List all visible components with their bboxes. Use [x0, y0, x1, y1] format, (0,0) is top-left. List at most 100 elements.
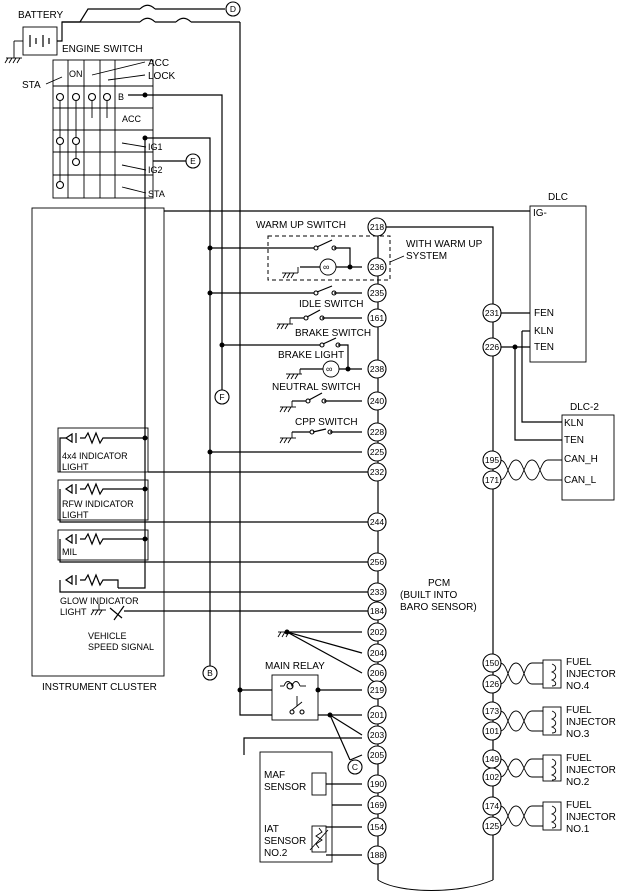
pcm-right-pin-226: [482, 337, 502, 357]
pcm-pin-190: [367, 774, 387, 794]
pcm-pin-232: [367, 462, 387, 482]
pcm-pin-244: [367, 512, 387, 532]
main-relay: MAIN RELAY: [265, 661, 325, 721]
instrument-cluster-box: [31, 207, 165, 677]
svg-text:IDLE SWITCH: IDLE SWITCH: [299, 299, 363, 310]
pcm-right-pin-125: [482, 816, 502, 836]
pcm-right-pin-label-149: 149: [485, 754, 499, 764]
pcm-pin-label-236: 236: [370, 262, 384, 272]
pcm-pin-label-204: 204: [370, 648, 384, 658]
pcm-pin-label-240: 240: [370, 396, 384, 406]
svg-text:SYSTEM: SYSTEM: [406, 251, 447, 262]
svg-text:INJECTOR: INJECTOR: [566, 812, 616, 823]
svg-text:STA: STA: [148, 189, 165, 199]
engine-switch-label: ENGINE SWITCH: [62, 44, 143, 55]
warm-up-box: [267, 235, 391, 281]
svg-text:STA: STA: [22, 80, 41, 91]
pcm-pin-label-202: 202: [370, 627, 384, 637]
pcm-right-pin-label-173: 173: [485, 706, 499, 716]
indicator-mil: MIL: [57, 529, 149, 561]
pcm-pin-label-201: 201: [370, 710, 384, 720]
svg-text:NO.1: NO.1: [566, 824, 590, 835]
indicator-rfw: RFW INDICATOR LIGHT: [57, 479, 149, 521]
pcm-pin-154: [367, 817, 387, 837]
injector-3: FUEL INJECTOR NO.3: [499, 705, 616, 740]
svg-text:LIGHT: LIGHT: [60, 607, 87, 617]
pcm-right-pin-173: [482, 701, 502, 721]
svg-text:∞: ∞: [326, 364, 332, 374]
svg-text:LIGHT: LIGHT: [62, 462, 89, 472]
svg-text:GLOW INDICATOR: GLOW INDICATOR: [60, 596, 139, 606]
svg-text:LIGHT: LIGHT: [62, 510, 89, 520]
svg-text:WITH WARM UP: WITH WARM UP: [406, 239, 483, 250]
svg-text:LOCK: LOCK: [148, 71, 176, 82]
pcm-right-pin-102: [482, 767, 502, 787]
svg-text:MAIN RELAY: MAIN RELAY: [265, 661, 325, 672]
pcm-right-pin-label-226: 226: [485, 342, 499, 352]
svg-text:FUEL: FUEL: [566, 705, 592, 716]
svg-text:IG1: IG1: [148, 142, 163, 152]
pcm-pin-label-238: 238: [370, 364, 384, 374]
connector-d: [225, 1, 241, 17]
svg-text:FEN: FEN: [534, 308, 554, 319]
svg-text:CPP SWITCH: CPP SWITCH: [295, 417, 358, 428]
pcm-right-pin-231: [482, 303, 502, 323]
pcm-right-pin-174: [482, 796, 502, 816]
svg-text:SPEED SIGNAL: SPEED SIGNAL: [88, 642, 154, 652]
svg-text:B: B: [207, 668, 213, 678]
pcm-pin-205: [367, 745, 387, 765]
pcm-pin-label-232: 232: [370, 467, 384, 477]
svg-text:CAN_H: CAN_H: [564, 454, 598, 465]
svg-text:FUEL: FUEL: [566, 657, 592, 668]
pcm-right-pin-label-126: 126: [485, 679, 499, 689]
pcm-pin-label-203: 203: [370, 730, 384, 740]
pcm-right-pin-label-171: 171: [485, 475, 499, 485]
svg-text:BRAKE LIGHT: BRAKE LIGHT: [278, 350, 344, 361]
pcm-right-pin-150: [482, 653, 502, 673]
engine-switch: ENGINE SWITCH ON B ACC ACC LOCK STA IG1 …: [22, 44, 176, 199]
svg-text:INJECTOR: INJECTOR: [566, 765, 616, 776]
svg-text:ACC: ACC: [122, 114, 142, 124]
pcm-pin-label-188: 188: [370, 850, 384, 860]
injector-2: FUEL INJECTOR NO.2: [499, 753, 616, 788]
pcm-right-pin-label-125: 125: [485, 821, 499, 831]
svg-text:ACC: ACC: [148, 58, 169, 69]
pcm-pin-label-225: 225: [370, 447, 384, 457]
pcm-pin-label-235: 235: [370, 288, 384, 298]
svg-text:NO.4: NO.4: [566, 681, 590, 692]
svg-text:D: D: [230, 4, 236, 14]
svg-text:SENSOR: SENSOR: [264, 836, 306, 847]
battery: BATTERY: [4, 10, 64, 64]
pcm-pin-256: [367, 552, 387, 572]
svg-text:IG2: IG2: [148, 165, 163, 175]
pcm-pin-219: [367, 680, 387, 700]
instrument-cluster-label: INSTRUMENT CLUSTER: [42, 682, 157, 693]
svg-text:DLC-2: DLC-2: [570, 402, 599, 413]
pcm-right-pin-label-231: 231: [485, 308, 499, 318]
pcm-pin-204: [367, 643, 387, 663]
indicator-4x4: 4x4 INDICATOR LIGHT: [57, 427, 149, 473]
svg-text:IAT: IAT: [264, 824, 279, 835]
svg-text:FUEL: FUEL: [566, 800, 592, 811]
svg-text:MAF: MAF: [264, 770, 285, 781]
svg-text:INJECTOR: INJECTOR: [566, 669, 616, 680]
svg-text:B: B: [118, 92, 124, 102]
svg-text:NO.2: NO.2: [264, 848, 288, 859]
pcm-pin-203: [367, 725, 387, 745]
pcm-pin-label-219: 219: [370, 685, 384, 695]
pcm-pin-188: [367, 845, 387, 865]
pcm-right-pin-label-174: 174: [485, 801, 499, 811]
pcm-right-pin-label-102: 102: [485, 772, 499, 782]
svg-text:DLC: DLC: [548, 192, 568, 203]
pcm-pin-225: [367, 442, 387, 462]
svg-text:∞: ∞: [323, 262, 329, 272]
pcm-pin-240: [367, 391, 387, 411]
pcm-pin-228: [367, 422, 387, 442]
pcm-right-pin-101: [482, 721, 502, 741]
pcm-pin-236: [367, 257, 387, 277]
svg-text:PCM: PCM: [428, 578, 450, 589]
pcm-pin-label-206: 206: [370, 668, 384, 678]
pcm-pin-column: 2182362351612382402282252322442562331842…: [367, 217, 387, 865]
